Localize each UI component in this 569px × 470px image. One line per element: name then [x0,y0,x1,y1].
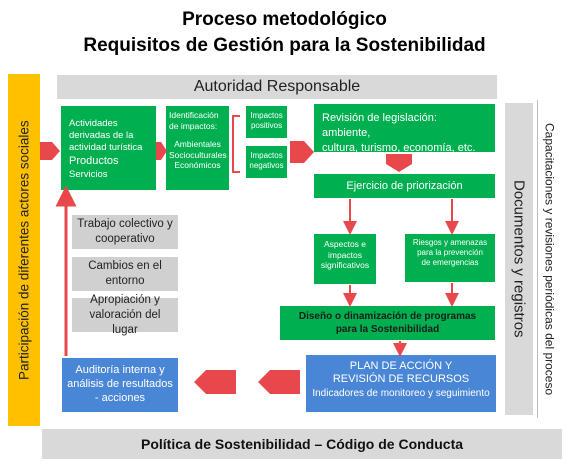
indicadores-label: Indicadores de monitoreo y seguimiento [312,388,490,399]
documentos-registros-band: Documentos y registros [505,103,533,415]
cambios-entorno-box: Cambios en el entorno [72,257,178,291]
ejercicio-priorizacion-box: Ejercicio de priorización [314,174,495,198]
impactos-positivos-box: Impactos positivos [246,106,287,138]
impactos-negativos-box: Impactos negativos [246,146,287,178]
autoridad-responsable-label: Autoridad Responsable [193,78,361,95]
plan-accion-box: PLAN DE ACCIÓN Y REVISIÓN DE RECURSOS In… [306,355,496,412]
actividades-label: Actividades derivadas de la actividad tu… [69,118,143,153]
title-line-1: Proceso metodológico [182,9,387,30]
trabajo-colectivo-box: Trabajo colectivo y cooperativo [72,215,178,249]
riesgos-amenazas-box: Riesgos y amenazas para la prevención de… [405,234,495,282]
title-line-2: Requisitos de Gestión para la Sostenibil… [83,35,486,56]
ambientales-label: Ambientales Socioculturales Económicos [169,139,227,170]
aspectos-impactos-box: Aspectos e impactos significativos [314,234,376,284]
productos-label: Productos [69,155,119,167]
participacion-label: Participación de diferentes actores soci… [16,120,32,380]
servicios-label: Servicios [69,169,108,180]
impactos-bracket [232,115,240,173]
auditoria-box: Auditoría interna y análisis de resultad… [62,358,178,412]
identificacion-label: Identificación de impactos: [169,110,219,131]
plan-accion-label: PLAN DE ACCIÓN Y REVISIÓN DE RECURSOS [332,360,470,385]
autoridad-responsable-band: Autoridad Responsable [57,75,497,99]
capacitaciones-band: Capacitaciones y revisiones periódicas d… [537,100,561,418]
plan-to-auditoria-arrow-2 [194,370,236,394]
politica-sostenibilidad-label: Política de Sostenibilidad – Código de C… [140,436,464,452]
politica-sostenibilidad-band: Política de Sostenibilidad – Código de C… [42,429,562,459]
actividades-box: Actividades derivadas de la actividad tu… [61,106,156,190]
entry-arrow [40,142,60,160]
impactos-to-revision-arrow [290,141,314,163]
diseno-programas-box: Diseño o dinamización de programas para … [280,306,495,340]
identificacion-box: Identificación de impactos: Ambientales … [166,106,229,190]
participacion-band: Participación de diferentes actores soci… [8,74,40,426]
revision-down-arrow [386,154,412,172]
plan-to-auditoria-arrow-1 [258,370,300,394]
revision-legislacion-box: Revisión de legislación: ambiente, cultu… [314,104,495,154]
apropiacion-box: Apropiación y valoración del lugar [72,294,178,336]
ejercicio-priorizacion-label: Ejercicio de priorización [346,180,463,192]
documentos-registros-label: Documentos y registros [510,180,528,338]
capacitaciones-label: Capacitaciones y revisiones periódicas d… [542,122,557,396]
